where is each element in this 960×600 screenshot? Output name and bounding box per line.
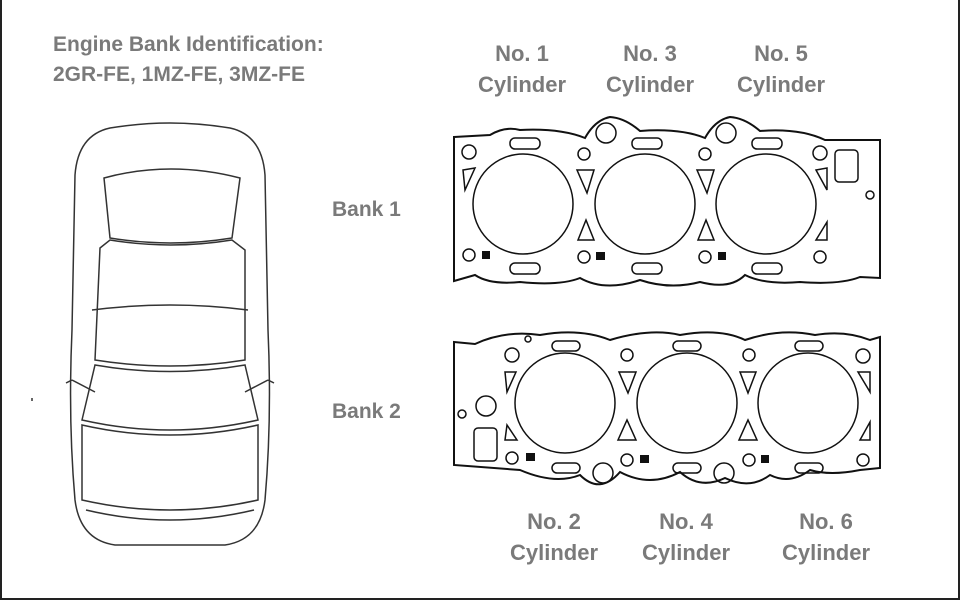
cylinder-number: No. 3	[623, 41, 677, 66]
cylinder-word: Cylinder	[509, 540, 599, 565]
cylinder-word: Cylinder	[736, 72, 826, 97]
cylinder-word: Cylinder	[781, 540, 871, 565]
cylinder-number: No. 5	[754, 41, 808, 66]
cylinder-1-bore	[472, 153, 574, 255]
bank-1-label: Bank 1	[332, 198, 401, 221]
cylinder-6-label: No. 6 Cylinder	[756, 506, 896, 568]
cylinder-3-label: No. 3 Cylinder	[580, 38, 720, 100]
cylinder-3-bore	[594, 153, 696, 255]
cylinder-5-label: No. 5 Cylinder	[711, 38, 851, 100]
cylinder-number: No. 6	[799, 509, 853, 534]
cylinder-1-label: No. 1 Cylinder	[452, 38, 592, 100]
bank-2-cylinder-bores	[514, 352, 859, 454]
cylinder-word: Cylinder	[641, 540, 731, 565]
cylinder-2-label: No. 2 Cylinder	[484, 506, 624, 568]
cylinder-number: No. 4	[659, 509, 713, 534]
cylinder-word: Cylinder	[477, 72, 567, 97]
cylinder-6-bore	[757, 352, 859, 454]
bank-2-label: Bank 2	[332, 400, 401, 423]
bank-1-cylinder-bores	[472, 153, 817, 255]
cylinder-number: No. 2	[527, 509, 581, 534]
cylinder-word: Cylinder	[605, 72, 695, 97]
cylinder-number: No. 1	[495, 41, 549, 66]
title-line-1: Engine Bank Identification:	[53, 33, 324, 56]
title-line-2: 2GR-FE, 1MZ-FE, 3MZ-FE	[53, 63, 305, 86]
cylinder-4-label: No. 4 Cylinder	[616, 506, 756, 568]
cylinder-4-bore	[636, 352, 738, 454]
cylinder-2-bore	[514, 352, 616, 454]
cylinder-5-bore	[715, 153, 817, 255]
